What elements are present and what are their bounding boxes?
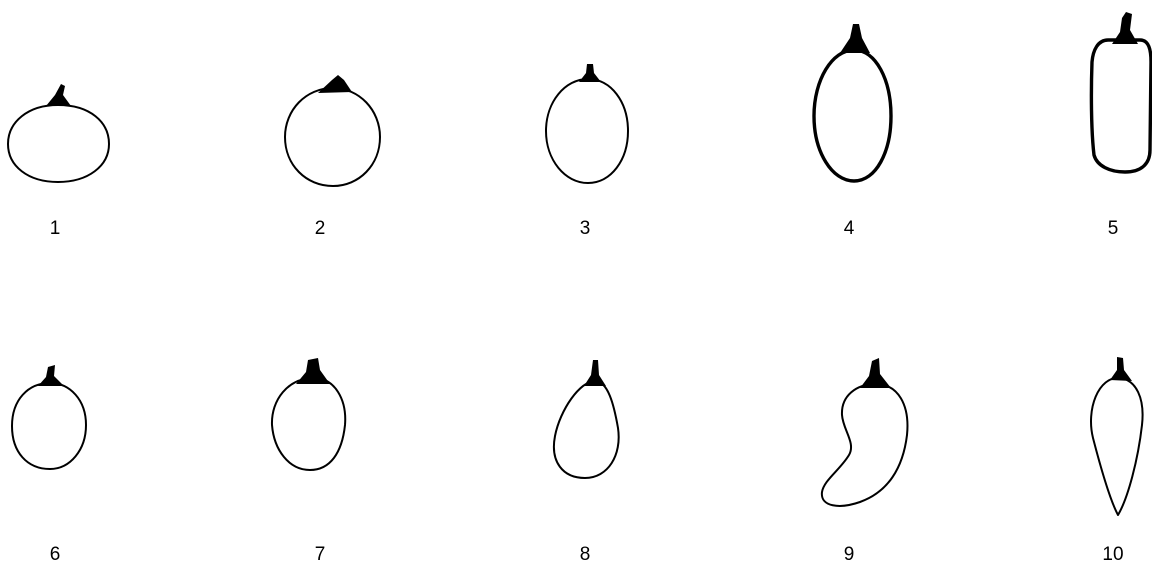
calyx-icon	[318, 75, 352, 93]
shape-number-3: 3	[580, 218, 591, 239]
fruit-shape-1: 1	[8, 84, 109, 239]
fruit-outline-2	[285, 88, 380, 186]
calyx-icon	[46, 84, 71, 106]
calyx-icon	[1112, 12, 1138, 44]
fruit-outline-4	[814, 50, 891, 181]
fruit-shape-5: 5	[1091, 12, 1151, 239]
fruit-shape-4: 4	[814, 24, 891, 239]
shape-number-4: 4	[844, 218, 855, 239]
fruit-outline-1	[8, 105, 109, 182]
calyx-icon	[579, 64, 601, 82]
fruit-shape-10: 10	[1091, 357, 1143, 563]
shape-number-5: 5	[1108, 218, 1119, 239]
shape-number-10: 10	[1102, 544, 1123, 563]
fruit-outline-8	[554, 381, 619, 478]
shape-number-7: 7	[315, 544, 326, 563]
fruit-outline-10	[1091, 378, 1143, 515]
fruit-outline-6	[12, 383, 86, 469]
fruit-shape-2: 2	[285, 75, 380, 239]
shape-number-1: 1	[50, 218, 61, 239]
fruit-outline-9	[822, 384, 908, 506]
fruit-shape-8: 8	[554, 360, 619, 563]
fruit-shape-7: 7	[272, 358, 345, 563]
calyx-icon	[38, 365, 64, 386]
calyx-icon	[840, 24, 870, 53]
shape-number-2: 2	[315, 218, 326, 239]
shape-number-8: 8	[580, 544, 591, 563]
calyx-icon	[1110, 357, 1132, 381]
fruit-outline-5	[1091, 40, 1151, 172]
calyx-icon	[860, 358, 891, 388]
fruit-shape-9: 9	[822, 358, 908, 563]
fruit-outline-7	[272, 378, 345, 470]
calyx-icon	[584, 360, 606, 386]
shape-number-6: 6	[50, 544, 61, 563]
fruit-outline-3	[546, 79, 628, 183]
fruit-shape-6: 6	[12, 365, 86, 563]
shape-number-9: 9	[844, 544, 855, 563]
fruit-shape-3: 3	[546, 64, 628, 239]
calyx-icon	[296, 358, 330, 384]
